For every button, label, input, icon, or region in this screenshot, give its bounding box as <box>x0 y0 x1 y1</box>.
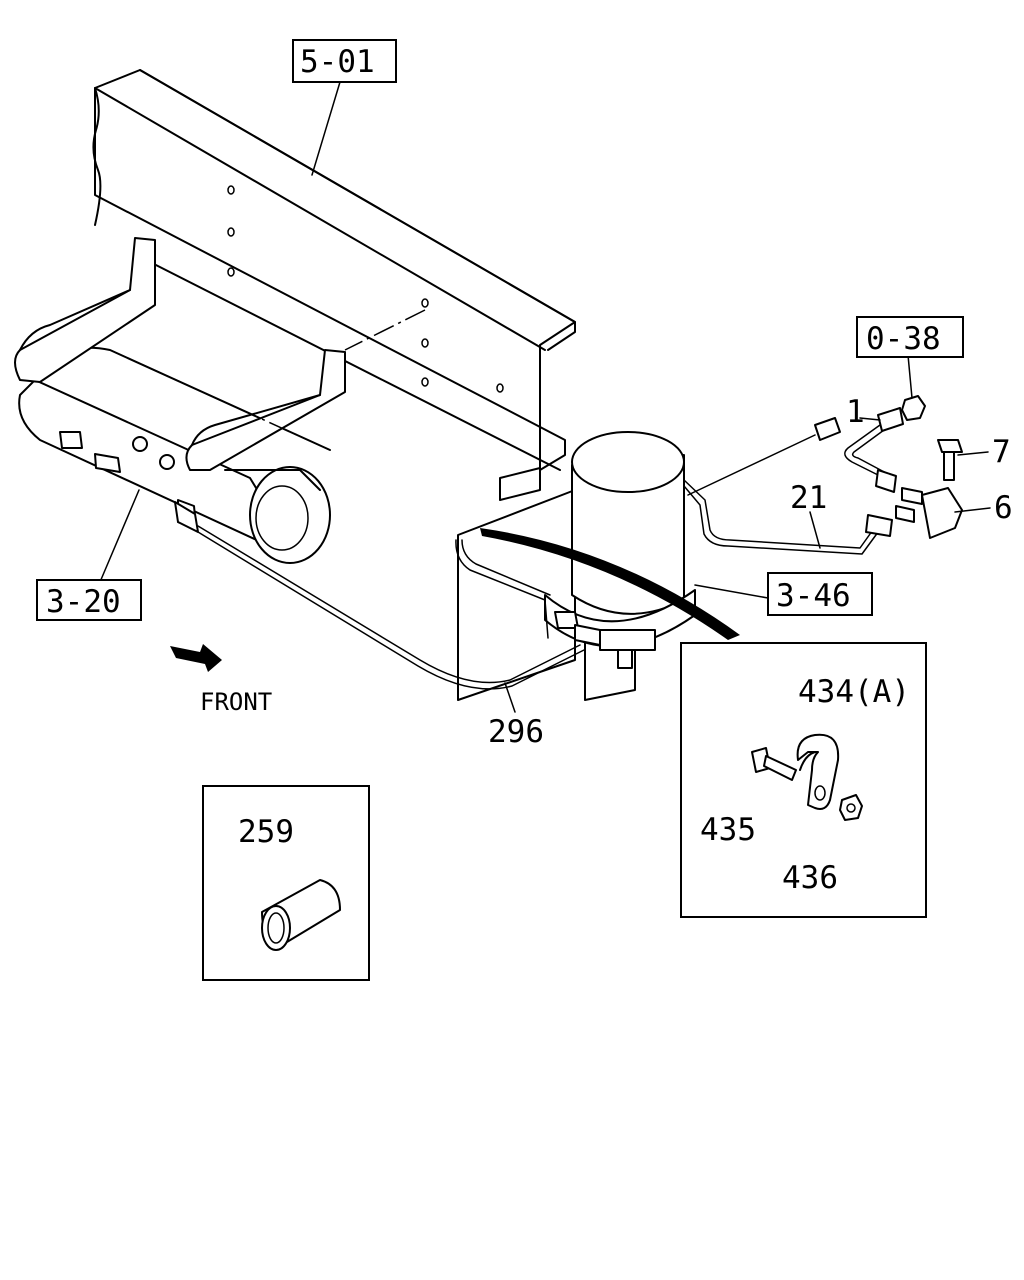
callout-part-1[interactable]: 1 <box>846 394 865 430</box>
svg-text:3-20: 3-20 <box>46 584 121 620</box>
callout-part-435[interactable]: 435 <box>700 812 756 848</box>
callout-part-434[interactable]: 434(A) <box>798 674 910 710</box>
part-1-hose <box>844 407 904 493</box>
part-6-block <box>865 487 963 539</box>
svg-text:3-46: 3-46 <box>776 578 851 614</box>
callout-part-6[interactable]: 6 <box>994 490 1013 526</box>
pipe-21 <box>683 479 885 555</box>
pipe-296 <box>174 501 585 690</box>
callout-part-7[interactable]: 7 <box>992 434 1011 470</box>
svg-text:0-38: 0-38 <box>866 321 941 357</box>
callout-part-259[interactable]: 259 <box>238 814 294 850</box>
ref-box-3-20[interactable]: 3-20 <box>36 579 142 621</box>
inset-sleeve <box>202 785 370 981</box>
part-7-bolt <box>937 439 963 481</box>
callout-part-296[interactable]: 296 <box>488 714 544 750</box>
wire-harness <box>687 434 816 496</box>
front-arrow-icon <box>170 644 222 672</box>
frame-rail <box>92 69 576 471</box>
svg-text:5-01: 5-01 <box>300 44 375 80</box>
callout-part-21[interactable]: 21 <box>790 480 827 516</box>
air-dryer <box>455 431 740 701</box>
ref-box-3-46[interactable]: 3-46 <box>767 572 873 616</box>
wire-connector <box>814 417 841 441</box>
callout-part-436[interactable]: 436 <box>782 860 838 896</box>
air-tank <box>14 237 346 564</box>
part-038-nut <box>901 395 926 421</box>
front-label: FRONT <box>200 688 272 716</box>
ref-box-0-38[interactable]: 0-38 <box>856 316 964 358</box>
inset-clip <box>680 642 927 918</box>
assembly-line-tank <box>109 349 331 451</box>
ref-box-5-01[interactable]: 5-01 <box>292 39 397 83</box>
assembly-line-strap <box>344 309 426 351</box>
hose-band <box>480 528 740 640</box>
